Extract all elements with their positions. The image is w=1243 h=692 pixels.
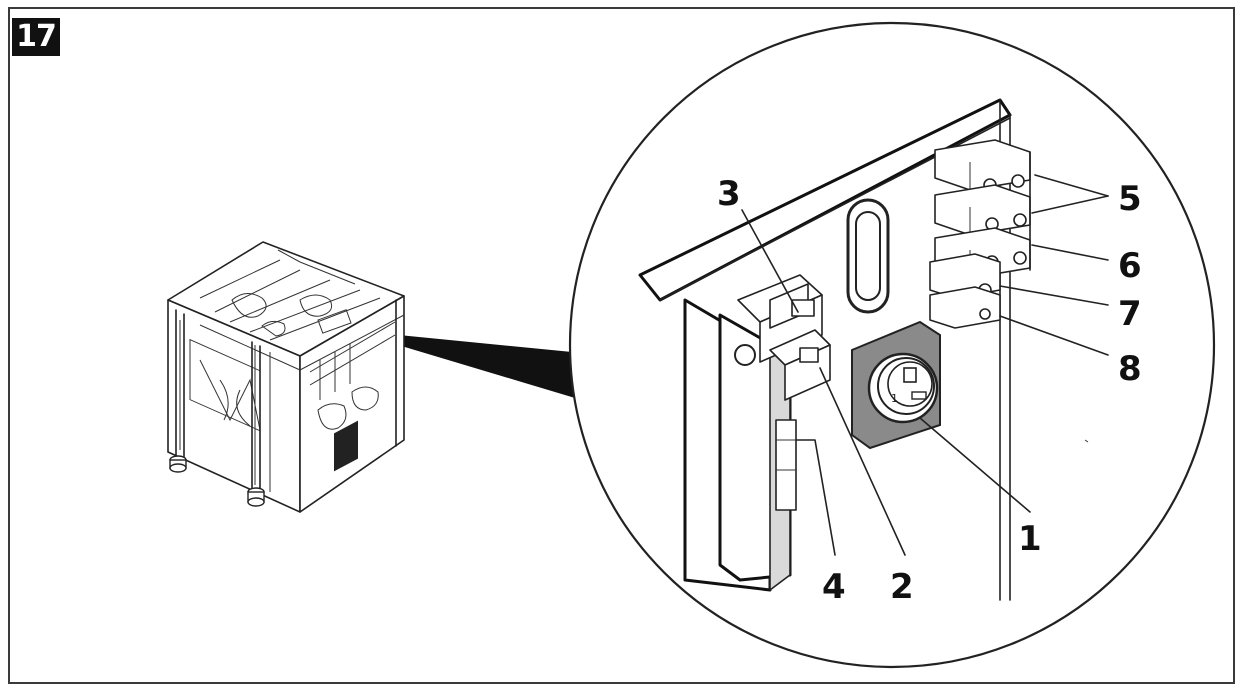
- callout-5: 5: [1118, 179, 1142, 219]
- callout-4: 4: [822, 567, 846, 607]
- callout-2: 2: [890, 567, 914, 607]
- round-connector-socket: 1: [851, 320, 941, 450]
- callout-8: 8: [1118, 349, 1142, 389]
- magnified-detail: 1: [568, 21, 1216, 669]
- callout-3: 3: [717, 174, 741, 214]
- svg-text:1: 1: [891, 392, 898, 405]
- callout-6: 6: [1118, 246, 1142, 286]
- control-unit-overview: [167, 241, 405, 513]
- figure-number-badge: 17: [12, 18, 60, 56]
- terminal-block-strip: [929, 139, 1031, 329]
- callout-1: 1: [1018, 519, 1042, 559]
- callout-7: 7: [1118, 294, 1142, 334]
